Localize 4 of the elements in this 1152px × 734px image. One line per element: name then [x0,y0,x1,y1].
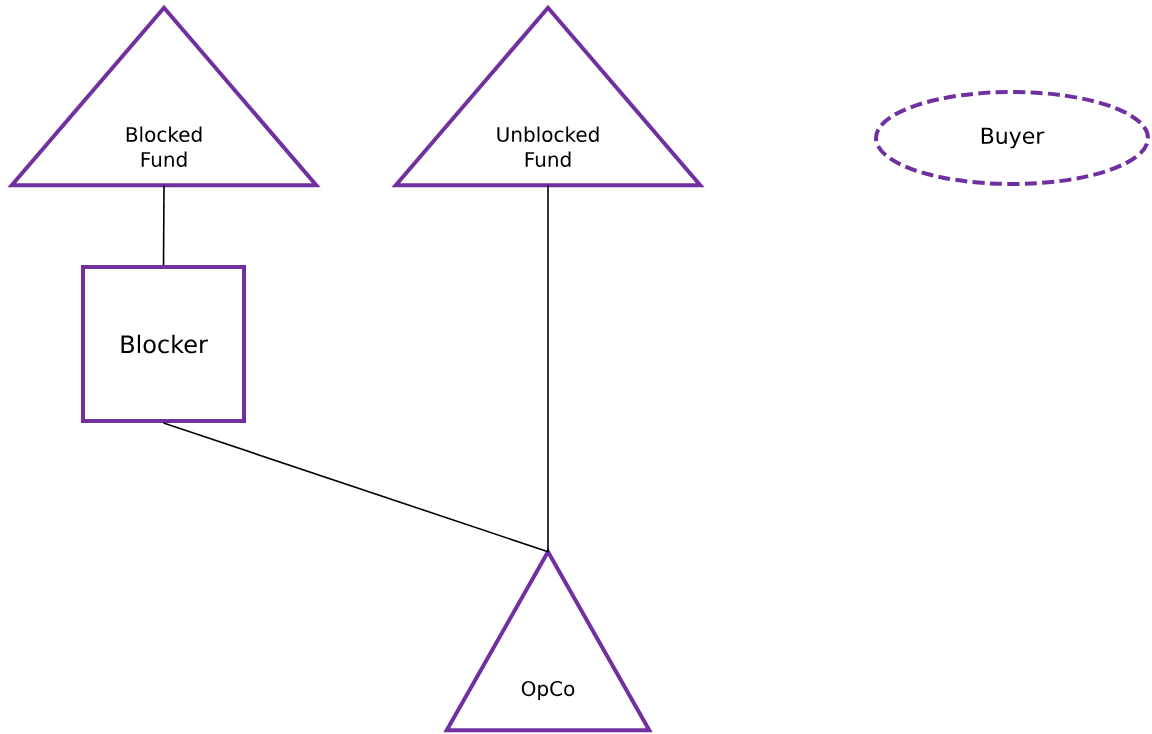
connector-line [162,422,549,553]
connector-line [162,184,165,266]
connector-line [547,184,549,553]
square-box: Blocker [81,265,246,423]
